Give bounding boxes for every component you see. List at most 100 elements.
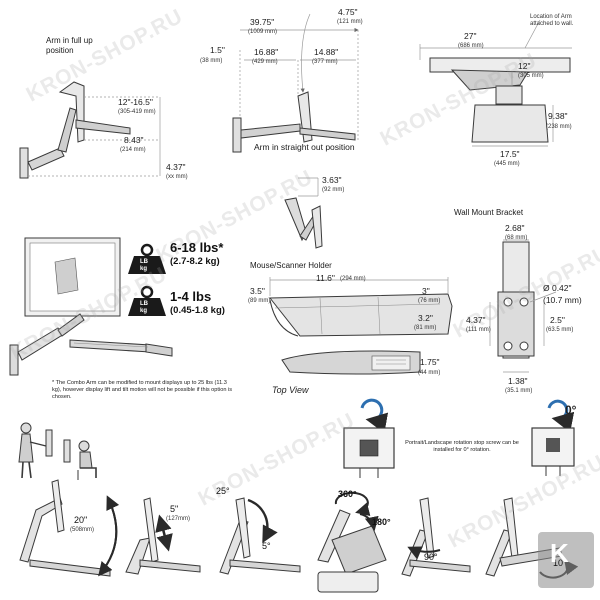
monitor-side [311,205,323,249]
rotate360-label: 360° [338,489,357,499]
note-rotation-stop: Portrait/Landscape rotation stop screw c… [405,440,519,453]
dim-sub: (214 mm) [120,147,146,153]
panel-weights-workstation [9,237,173,376]
keyboard-tray [75,119,131,135]
dim-label: 14.88" [314,47,339,57]
dim-sub: (xx mm) [166,174,188,180]
caption-arm-straight-out: Arm in straight out position [254,142,355,152]
straight-arm [240,123,301,139]
rotation-section [343,398,575,478]
dim-label: 2.5" [550,315,565,325]
holder-front [268,293,453,337]
tilt-down-label: 5° [262,541,271,551]
panel-small-side [284,177,323,249]
weight-range-display-kg: (2.7-8.2 kg) [170,256,220,267]
lower-arm [27,147,65,171]
dim-label: 4.75" [338,7,358,17]
screw-hole [519,297,529,307]
corner-logo-letter: K [550,538,569,568]
dim-label: 27" [464,31,477,41]
corner-logo-badge [538,532,594,588]
person-sitting-icon [78,440,90,452]
motion-rotate [317,491,387,593]
dim-sub: (377 mm) [312,59,338,65]
dim-sub: (63.5 mm) [546,327,574,333]
dim-sub: (89 mm) [248,298,271,304]
dim-sub: (38 mm) [200,58,223,64]
badge-lb: LB [140,259,148,265]
dim-sub: (111 mm) [466,327,491,333]
keyboard [69,339,151,353]
dim-label: 1.38" [508,376,528,386]
dim-sub: (305 mm) [518,73,544,79]
screw-hole [503,341,513,351]
dim-sub: (35.1 mm) [505,388,533,394]
lift-label: 20" [74,515,88,525]
panel-mouse-holder [268,277,453,375]
weight-badge-2 [128,285,166,316]
rotate-arrow-icon [360,398,389,434]
lift-sub: (508mm) [70,527,95,533]
badge-kg: kg [140,266,148,272]
title-mouse-holder: Mouse/Scanner Holder [250,261,332,270]
dim-label: 3.63" [322,175,342,185]
dim-sub: (76 mm) [418,298,441,304]
motion-standing-sitting [18,422,97,480]
zero-degree-label: 0° [565,403,577,417]
dim-sub: (445 mm) [494,161,520,167]
dim-label: 3" [422,286,430,296]
swivel-arrow-icon [407,546,441,560]
dim-label: 3.2" [418,313,433,323]
note-arm-location: Location of Arm attached to wall. [530,14,574,28]
motion-lift [19,479,120,577]
slide-sub: (127mm) [166,516,191,522]
dim-label: 3.5" [250,286,265,296]
caption-arm-full-up: Arm in full up position [46,36,93,55]
rotate360-arrow-icon [334,491,371,517]
dim-sub: (81 mm) [414,325,437,331]
dim-sub: (92 mm) [322,187,345,193]
weight-range-display: 6-18 lbs* [170,240,224,255]
slide-label: 5" [170,504,179,514]
keyboard-tilt-label: 10° [553,558,567,568]
panel-arm-straight-out [232,13,359,153]
mouse-tray [145,343,173,357]
dim-sub: (294 mm) [340,276,366,282]
motion-swivel [401,497,471,577]
dim-label: 39.75" [250,17,275,27]
person-standing-icon [20,422,32,434]
keyboard-tray-top [471,104,549,143]
screw-hole [519,341,529,351]
dim-sub: (121 mm) [337,19,363,25]
tilt-up-label: 25° [216,486,230,496]
dim-label: 12" [518,61,531,71]
weight-range-keyboard: 1-4 lbs [170,289,212,304]
tilt-arrow-icon [247,498,278,544]
upper-arm [57,107,77,153]
dim-sub: (429 mm) [252,59,278,65]
panel-wall-top-view [419,19,572,147]
rotate180-label: 180° [372,517,391,527]
dim-label: 11.6" [316,273,335,283]
dim-label: (10.7 mm) [543,295,582,305]
wall-plate [19,147,29,179]
motion-slide [125,497,201,575]
dim-label: 2.68" [505,223,525,233]
weight-range-keyboard-kg: (0.45-1.8 kg) [170,305,225,316]
rotate-stop-icon [547,399,575,433]
panel-wall-bracket [489,239,557,373]
screw-hole [503,297,513,307]
dim-label: 12"-16.5" [118,97,153,107]
dim-label: 16.88" [254,47,279,57]
rotated-monitor [331,525,387,575]
footnote-combo-arm: * The Combo Arm can be modified to mount… [52,380,233,400]
dim-sub: (238 mm) [546,124,572,130]
panel-arm-full-up [19,81,161,179]
dim-label: 4.37" [466,315,486,325]
arm-top [450,69,529,91]
title-wall-bracket: Wall Mount Bracket [454,208,524,217]
weight-badge-1 [128,243,166,274]
keyboard-tray [299,127,356,141]
dim-label: 1.5" [210,45,225,55]
